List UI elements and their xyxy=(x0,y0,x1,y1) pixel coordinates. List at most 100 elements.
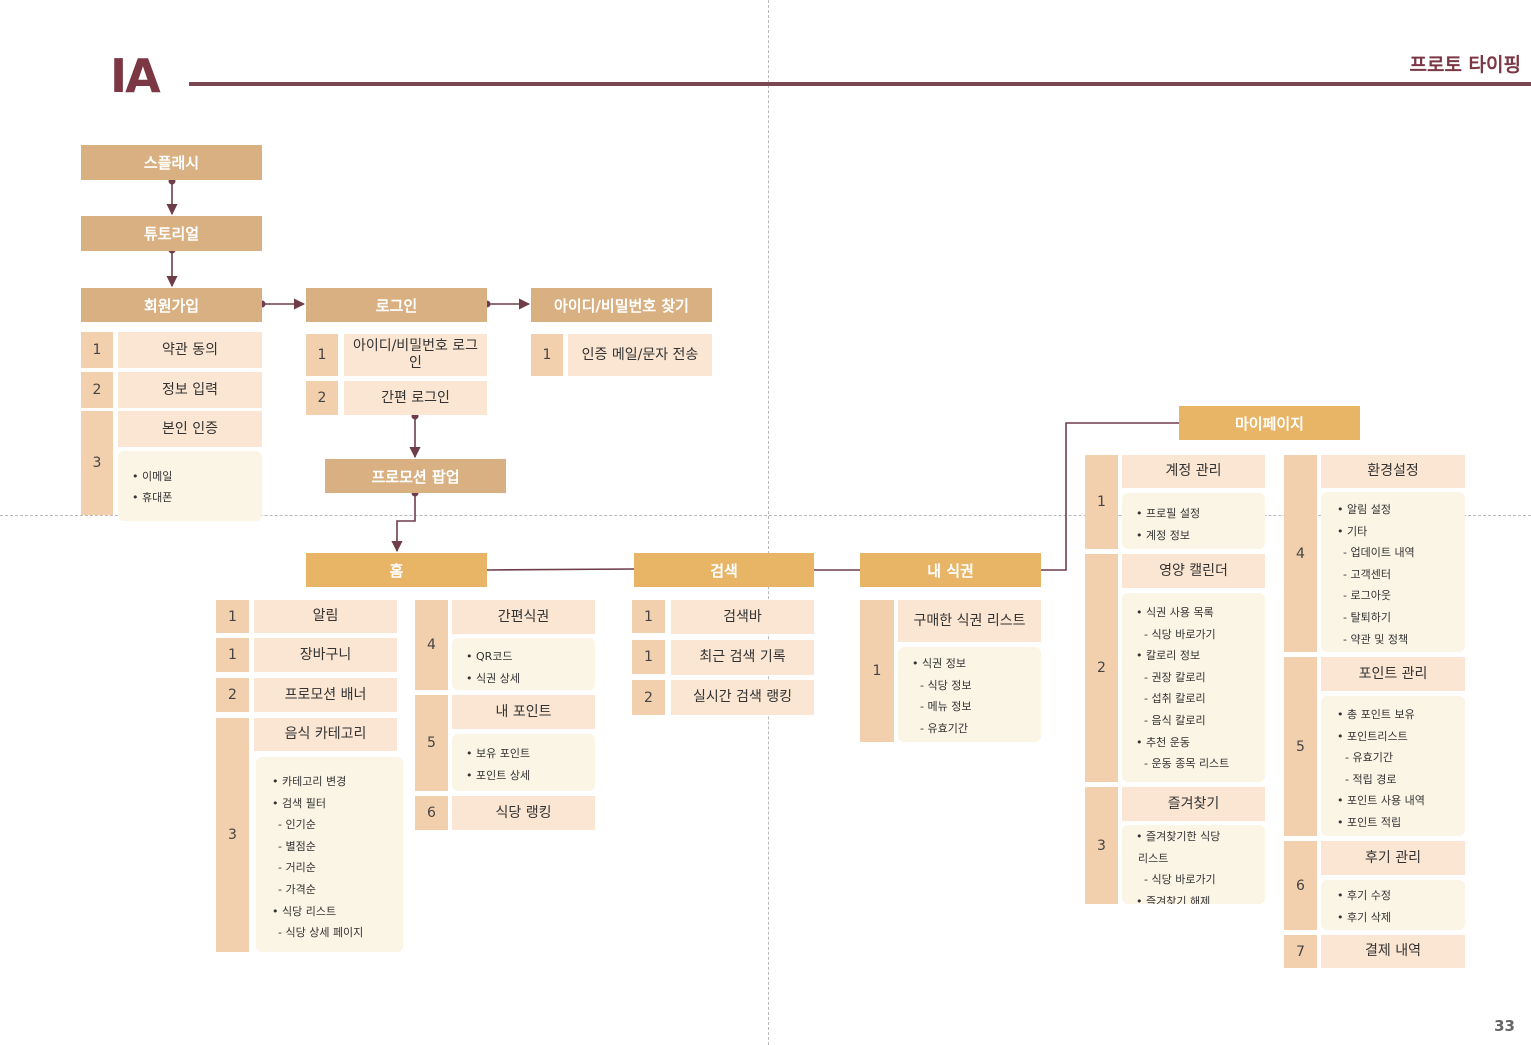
home-category-details: • 카테고리 변경 • 검색 필터 - 인기순 - 별점순 - 거리순 - 가격… xyxy=(256,757,403,952)
search-row-1-label: 검색바 xyxy=(671,600,814,634)
home-row-5-num: 4 xyxy=(415,600,448,690)
detail-item: - 적립 경로 xyxy=(1345,772,1397,786)
mypage-account-details: • 프로필 설정 • 계정 정보 xyxy=(1122,493,1265,549)
mypage-calendar-details: • 식권 사용 목록 - 식당 바로가기 • 칼로리 정보 - 권장 칼로리 -… xyxy=(1122,593,1265,782)
section-subtitle: 프로토 타이핑 xyxy=(1409,54,1522,76)
detail-item: • QR코드 xyxy=(466,650,513,663)
horizontal-guide-line xyxy=(0,515,1531,516)
mypage-settings-details: • 알림 설정 • 기타 - 업데이트 내역 - 고객센터 - 로그아웃 - 탈… xyxy=(1321,492,1465,652)
detail-item: • 총 포인트 보유 xyxy=(1337,708,1415,721)
detail-item: • 보유 포인트 xyxy=(466,747,531,760)
detail-item: - 식당 정보 xyxy=(920,678,972,692)
title-rule xyxy=(189,82,1531,86)
home-row-6-num: 5 xyxy=(415,695,448,791)
signup-row-3-label: 본인 인증 xyxy=(118,411,262,447)
home-row-1-num: 1 xyxy=(216,600,249,633)
detail-item: • 식당 리스트 xyxy=(272,904,337,918)
detail-item: • 식권 상세 xyxy=(466,672,520,685)
node-home: 홈 xyxy=(306,553,487,587)
detail-item: • 식권 사용 목록 xyxy=(1136,606,1214,619)
page-number: 33 xyxy=(1494,1017,1515,1035)
node-splash: 스플래시 xyxy=(81,145,262,180)
home-my-point-details: • 보유 포인트 • 포인트 상세 xyxy=(452,734,595,791)
home-row-3-num: 2 xyxy=(216,678,249,712)
detail-item: • 즐겨찾기 해제 xyxy=(1136,894,1211,904)
detail-item: • 즐겨찾기한 식당 xyxy=(1136,830,1221,843)
detail-item: - 로그아웃 xyxy=(1343,589,1391,603)
node-my-ticket: 내 식권 xyxy=(860,553,1041,587)
vertical-guide-line xyxy=(768,0,769,1045)
signup-row-2-label: 정보 입력 xyxy=(118,372,262,408)
node-promotion-popup: 프로모션 팝업 xyxy=(325,459,506,493)
connector-home-search xyxy=(486,568,635,571)
mypage-row-2-num: 2 xyxy=(1085,554,1118,782)
home-row-1-label: 알림 xyxy=(254,600,397,633)
connector-promo-home xyxy=(391,493,416,553)
detail-item: - 유효기간 xyxy=(920,721,968,735)
detail-item: - 식당 바로가기 xyxy=(1144,627,1216,641)
mypage-row-7-label: 결제 내역 xyxy=(1321,935,1465,968)
login-row-1-num: 1 xyxy=(306,334,338,376)
login-row-1-label: 아이디/비밀번호 로그인 xyxy=(344,334,487,376)
login-row-2-label: 간편 로그인 xyxy=(344,381,487,415)
detail-item: • 후기 삭제 xyxy=(1337,910,1391,924)
search-row-3-label: 실시간 검색 랭킹 xyxy=(671,680,814,715)
search-row-1-num: 1 xyxy=(632,600,665,633)
mypage-row-3-label: 즐겨찾기 xyxy=(1122,787,1265,821)
home-row-6-label: 내 포인트 xyxy=(452,695,595,729)
find-row-1-num: 1 xyxy=(531,334,563,376)
detail-item: • 포인트 적립 xyxy=(1337,815,1402,829)
home-row-4-num: 3 xyxy=(216,718,249,952)
node-signup: 회원가입 xyxy=(81,288,262,322)
signup-row-1-label: 약관 동의 xyxy=(118,332,262,368)
home-row-5-label: 간편식권 xyxy=(452,600,595,634)
search-row-2-label: 최근 검색 기록 xyxy=(671,640,814,675)
detail-item: - 권장 칼로리 xyxy=(1144,670,1206,684)
mypage-row-1-num: 1 xyxy=(1085,455,1118,549)
detail-item: • 기타 xyxy=(1337,524,1368,538)
mypage-row-2-label: 영양 캘린더 xyxy=(1122,554,1265,588)
detail-item: • 포인트 사용 내역 xyxy=(1337,794,1425,808)
detail-item: - 인기순 xyxy=(278,818,316,832)
detail-item: - 유효기간 xyxy=(1345,751,1393,765)
detail-item: - 운동 종목 리스트 xyxy=(1144,757,1230,771)
detail-item: - 약관 및 정책 xyxy=(1343,632,1409,646)
detail-item: - 탈퇴하기 xyxy=(1343,610,1391,624)
home-row-2-label: 장바구니 xyxy=(254,638,397,672)
home-row-2-num: 1 xyxy=(216,638,249,672)
home-simple-ticket-details: • QR코드 • 식권 상세 xyxy=(452,638,595,690)
node-search: 검색 xyxy=(634,553,814,587)
find-row-1-label: 인증 메일/문자 전송 xyxy=(568,334,712,376)
home-row-7-num: 6 xyxy=(415,796,448,830)
detail-item: - 섭취 칼로리 xyxy=(1144,692,1206,706)
mypage-row-6-num: 6 xyxy=(1284,841,1317,930)
mypage-review-details: • 후기 수정 • 후기 삭제 xyxy=(1321,880,1465,930)
detail-item: • 포인트리스트 xyxy=(1337,729,1408,743)
search-row-2-num: 1 xyxy=(632,640,665,674)
detail-item: • 이메일 xyxy=(132,470,173,483)
ticket-row-1-num: 1 xyxy=(860,600,894,742)
detail-item: • 검색 필터 xyxy=(272,796,326,810)
node-login: 로그인 xyxy=(306,288,487,322)
mypage-row-5-label: 포인트 관리 xyxy=(1321,657,1465,691)
detail-item: • 카테고리 변경 xyxy=(272,775,347,788)
detail-item: - 메뉴 정보 xyxy=(920,700,972,713)
page-title: IA xyxy=(110,49,161,103)
detail-item: - 식당 바로가기 xyxy=(1144,873,1216,887)
mypage-row-4-label: 환경설정 xyxy=(1321,455,1465,488)
detail-item: • 프로필 설정 xyxy=(1136,507,1201,520)
detail-item: - 업데이트 내역 xyxy=(1343,546,1415,560)
detail-item: • 식권 정보 xyxy=(912,657,966,670)
home-row-3-label: 프로모션 배너 xyxy=(254,678,397,712)
detail-item: - 식당 상세 페이지 xyxy=(278,926,364,940)
detail-item: 리스트 xyxy=(1138,851,1169,865)
mypage-row-3-num: 3 xyxy=(1085,787,1118,904)
signup-row-1-num: 1 xyxy=(81,332,113,368)
detail-item: • 후기 수정 xyxy=(1337,889,1391,902)
signup-row-2-num: 2 xyxy=(81,372,113,408)
home-row-7-label: 식당 랭킹 xyxy=(452,796,595,830)
detail-item: - 별점순 xyxy=(278,839,316,853)
detail-item: - 음식 칼로리 xyxy=(1144,713,1206,727)
signup-row-3-num: 3 xyxy=(81,411,113,515)
node-tutorial: 튜토리얼 xyxy=(81,216,262,251)
